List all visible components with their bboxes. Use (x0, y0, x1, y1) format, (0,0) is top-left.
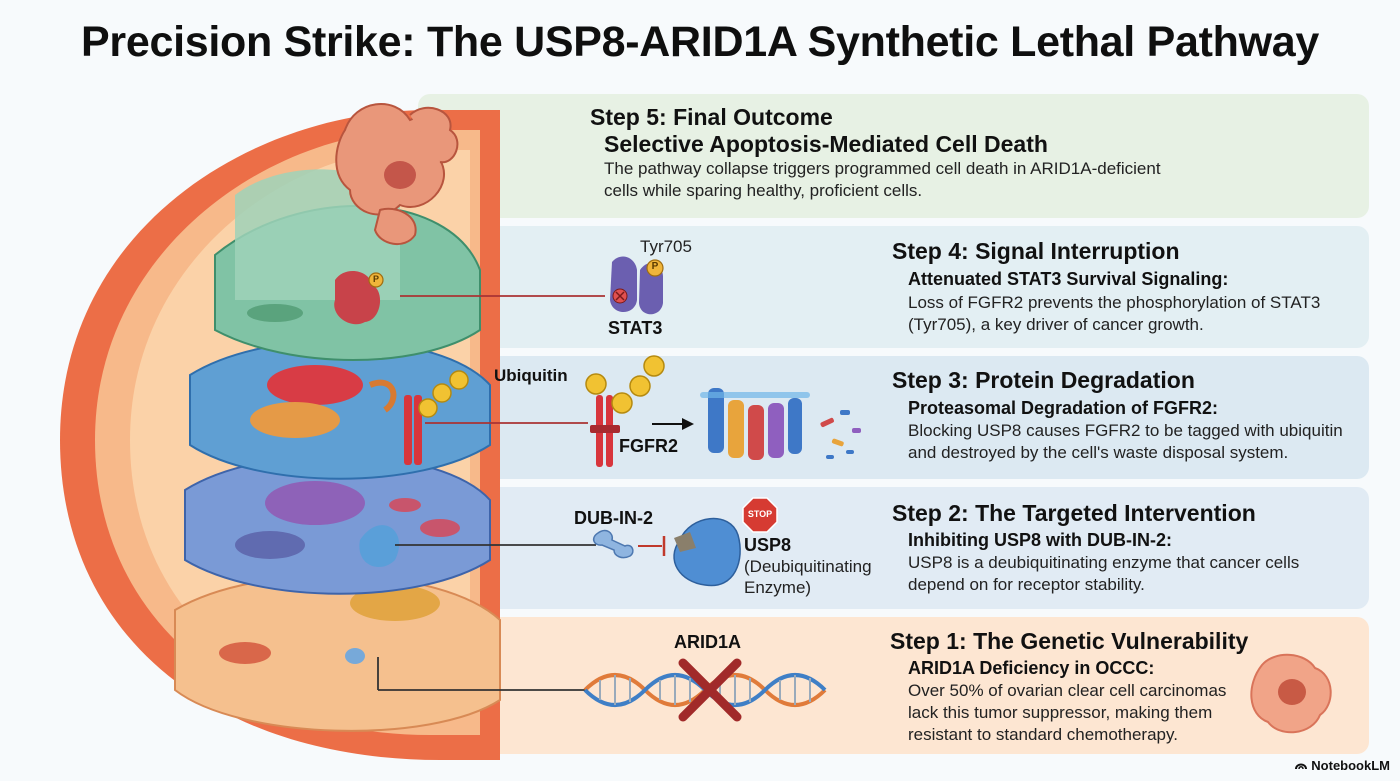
usp8-desc-line2: Enzyme) (744, 578, 812, 597)
step4-title: Step 4: Signal Interruption (892, 238, 1180, 264)
stat3-label: STAT3 (608, 318, 663, 338)
tyr705-label: Tyr705 (640, 237, 692, 256)
cell-phospho-label: P (372, 274, 379, 284)
dub-in-2-label: DUB-IN-2 (574, 508, 653, 528)
phospho-label: P (651, 261, 659, 272)
step4-description: Loss of FGFR2 prevents the phosphorylati… (908, 293, 1321, 334)
notebooklm-logo-icon (1295, 758, 1308, 773)
step3-description: Blocking USP8 causes FGFR2 to be tagged … (908, 421, 1343, 462)
peptide-fragments-icon (820, 410, 861, 459)
step5-title: Step 5: Final Outcome (590, 104, 833, 130)
step3-title: Step 3: Protein Degradation (892, 367, 1195, 393)
dub-in-2-molecule-icon (592, 529, 634, 559)
stat3-protein-icon (610, 256, 663, 315)
step1-subtitle: ARID1A Deficiency in OCCC: (908, 658, 1155, 678)
stop-sign-icon (742, 497, 778, 533)
step4-panel (458, 226, 1369, 348)
usp8-enzyme-icon (673, 518, 741, 587)
step2-subtitle: Inhibiting USP8 with DUB-IN-2: (908, 530, 1172, 550)
usp8-label: USP8 (744, 535, 792, 555)
deletion-cross-icon (678, 658, 742, 722)
page-title: Precision Strike: The USP8-ARID1A Synthe… (81, 18, 1319, 66)
step2-description: USP8 is a deubiquitinating enzyme that c… (908, 553, 1300, 594)
brand-footer: NotebookLM (1295, 758, 1390, 773)
ubiquitin-chain-icon (585, 355, 665, 414)
proteasome-icon (700, 388, 810, 460)
usp8-desc-line1: (Deubiquitinating (744, 557, 872, 576)
step1-panel (480, 617, 1369, 754)
arid1a-label: ARID1A (674, 632, 742, 652)
step5-description: The pathway collapse triggers programmed… (604, 159, 1161, 200)
step3-subtitle: Proteasomal Degradation of FGFR2: (908, 398, 1219, 418)
cancer-cell-icon (1250, 653, 1332, 734)
phospho-icon (646, 259, 664, 277)
step3-panel (480, 356, 1369, 479)
step1-description: Over 50% of ovarian clear cell carcinoma… (908, 681, 1227, 744)
ubiquitin-label: Ubiquitin (494, 366, 568, 385)
fgfr2-receptor-icon (590, 395, 620, 467)
step4-subtitle: Attenuated STAT3 Survival Signaling: (908, 269, 1229, 289)
step2-title: Step 2: The Targeted Intervention (892, 500, 1256, 526)
golgi-layer (189, 339, 491, 480)
step5-subtitle: Selective Apoptosis-Mediated Cell Death (604, 131, 1048, 157)
stop-label: STOP (747, 509, 773, 519)
fgfr2-label: FGFR2 (619, 436, 679, 456)
step5-panel (418, 94, 1369, 218)
step1-title: Step 1: The Genetic Vulnerability (890, 628, 1249, 654)
brand-name: NotebookLM (1311, 758, 1390, 773)
apoptotic-fragment-icon (335, 103, 445, 216)
